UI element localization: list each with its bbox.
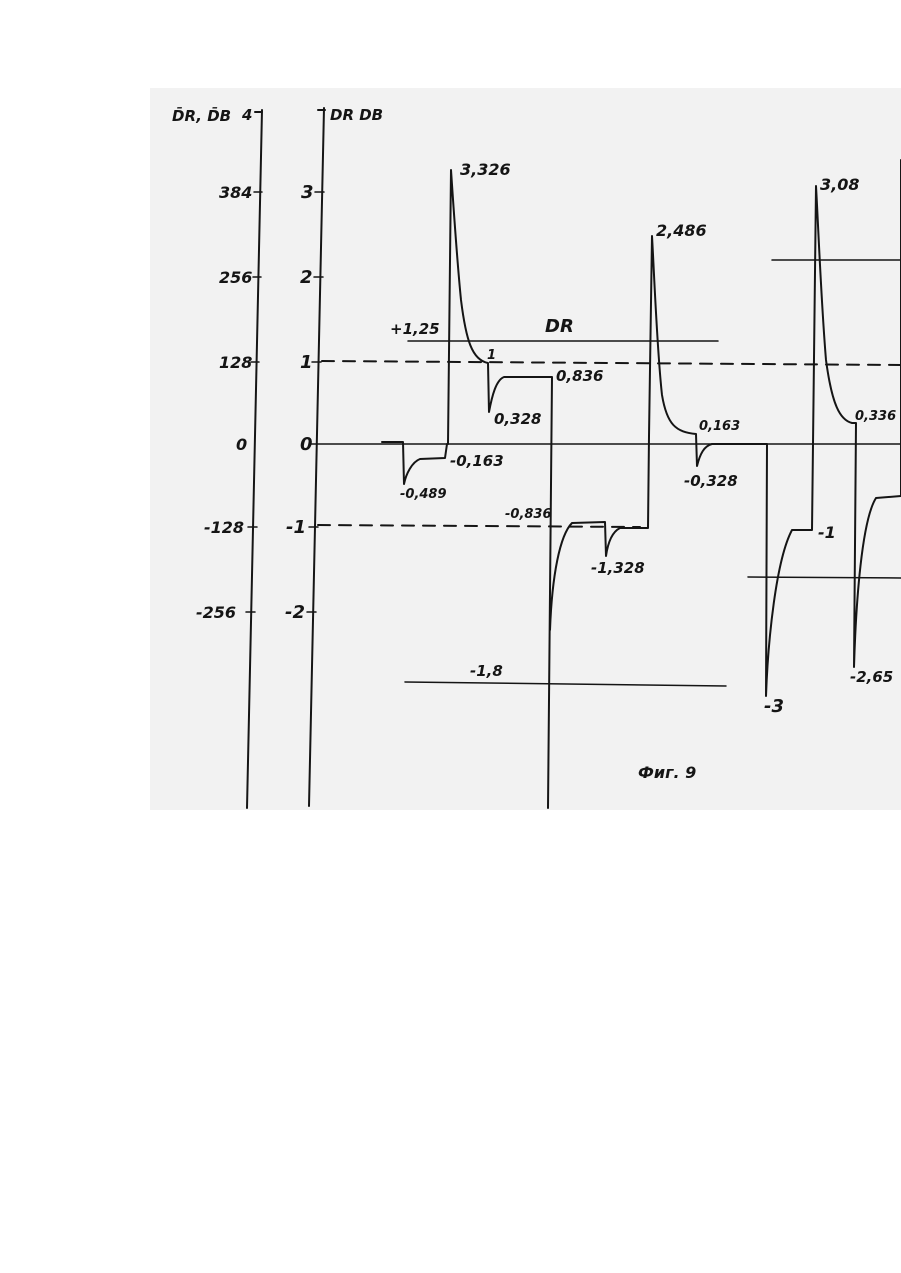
outer-tick-label: 128 <box>219 353 252 372</box>
value-label: -2,65 <box>850 668 893 686</box>
value-label: -0,836 <box>505 507 552 522</box>
value-label: 0,163 <box>699 419 740 434</box>
peak-label: 3,08 <box>820 175 859 194</box>
value-label: -0,328 <box>684 472 738 490</box>
inner-axis-label: DR DB <box>330 106 383 124</box>
inner-tick-label: -2 <box>285 602 305 623</box>
outer-tick-label: -256 <box>196 603 236 622</box>
outer-axis-label: D̄R, D̄B <box>172 105 231 125</box>
value-label: -0,489 <box>400 487 447 502</box>
value-label: -1,328 <box>591 559 645 577</box>
value-label: 0,328 <box>494 410 541 428</box>
outer-tick-label: -128 <box>204 518 244 537</box>
peak-label: 3,326 <box>460 160 511 179</box>
value-label: 0,336 <box>855 409 896 424</box>
value-label: 1 <box>487 348 496 363</box>
inner-tick-label: 2 <box>300 267 313 288</box>
inner-tick-label: -1 <box>286 517 306 538</box>
level-label: +1,25 <box>390 320 440 338</box>
level-label: -1,8 <box>470 662 503 680</box>
value-label: 0,836 <box>556 367 603 385</box>
outer-axis-top-tick: 4 <box>241 106 252 124</box>
value-label: -0,163 <box>450 452 504 470</box>
outer-tick-label: 384 <box>219 183 252 202</box>
value-label: -3 <box>764 696 784 717</box>
inner-tick-label: 0 <box>300 434 313 455</box>
peak-label: 2,486 <box>656 221 707 240</box>
value-label: -1 <box>818 523 836 542</box>
series-label: DR <box>545 316 574 337</box>
outer-tick-label: 256 <box>219 268 252 287</box>
lower-right-level-line <box>748 577 901 578</box>
figure-caption: Фиг. 9 <box>638 763 696 782</box>
inner-tick-label: 3 <box>301 182 314 203</box>
scan-background <box>150 88 901 810</box>
outer-tick-label: 0 <box>236 435 247 454</box>
inner-tick-label: 1 <box>300 352 313 373</box>
